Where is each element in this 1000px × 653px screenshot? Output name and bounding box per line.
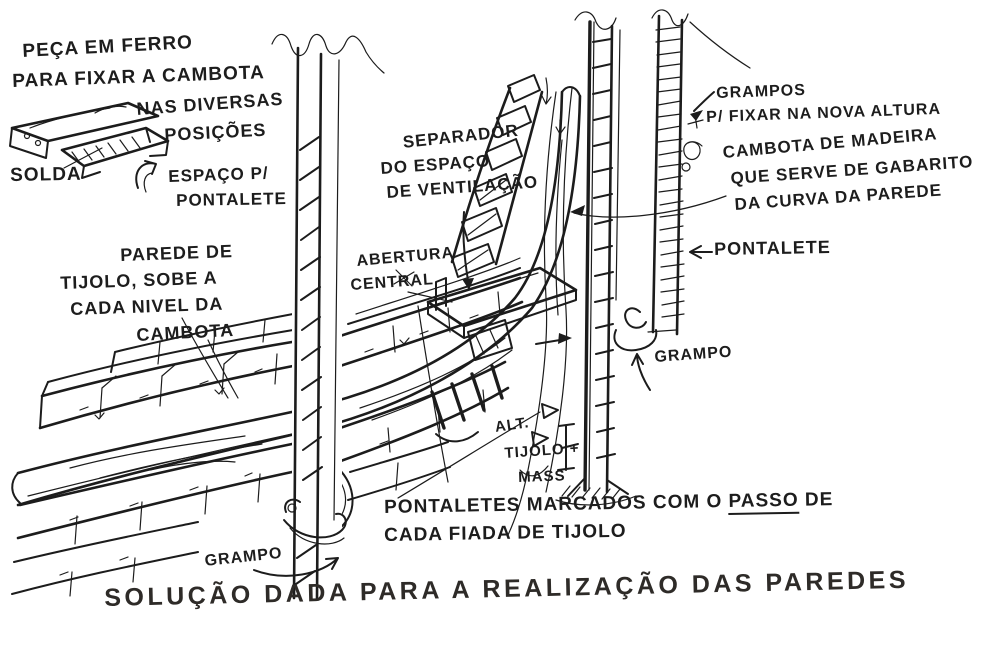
solda-leader-line (63, 147, 103, 169)
leader-parede (181, 317, 229, 399)
label-marcados-line2: CADA FIADA DE TIJOLO (383, 520, 627, 546)
brick-wall-left-sketch (11, 313, 322, 597)
label-marcados-post: DE (804, 489, 834, 511)
stepped-bricks-sketch (450, 74, 566, 278)
central-post-sketch (271, 33, 385, 600)
iron-piece-sketch (9, 101, 170, 179)
top-right-leader-curve (689, 21, 751, 69)
label-espaco-line1: ESPAÇO P/ (167, 163, 269, 186)
annotation-arrows (135, 21, 751, 577)
leader-cambota-label (207, 339, 239, 399)
leader-abertura (407, 291, 453, 303)
label-parede-line4: CAMBOTA (135, 319, 235, 345)
alt-dim-line (557, 423, 579, 471)
label-alt-line3: MASS (517, 467, 566, 486)
ventilation-gap-sketch-2 (545, 87, 573, 493)
espaco-hook-arrow (135, 160, 157, 189)
label-solda: SOLDA (9, 163, 82, 186)
arrow-grampos-top (693, 91, 715, 112)
label-pontalete: PONTALETE (713, 236, 831, 259)
arrow-grampo-right (631, 353, 651, 391)
arrow-cambota-head (570, 205, 585, 216)
label-espaco-line2: PONTALETE (175, 189, 287, 210)
arrow-separador-head (462, 278, 474, 290)
alt-dim-arrowhead-1 (541, 403, 559, 419)
grampos-spiral-glyph (683, 141, 703, 161)
ventilation-gap-sketch (507, 91, 557, 536)
arrow-cambota-to-curve (573, 195, 727, 218)
arrow-grampo-left (253, 557, 339, 577)
label-grampos-line1: GRAMPOS (715, 81, 807, 102)
grampo-clamp-left-sketch (283, 498, 347, 545)
label-parede-line1: PAREDE DE (119, 241, 234, 265)
grampo-clamp-right-sketch (613, 307, 677, 352)
leader-pontaletes-curve (397, 411, 541, 499)
arrow-wall-to-post-head (558, 333, 572, 344)
ruler-post-sketch (613, 9, 689, 352)
arrow-grampos-top-head (690, 110, 703, 121)
label-marcados-passo: PASSO (728, 489, 799, 515)
alt-dim-arrowhead-2 (531, 431, 549, 447)
arrow-pontalete (689, 245, 713, 259)
leader-abertura-down (417, 305, 449, 483)
separator-plank-sketch (426, 266, 578, 361)
right-post-sketch (555, 11, 637, 506)
